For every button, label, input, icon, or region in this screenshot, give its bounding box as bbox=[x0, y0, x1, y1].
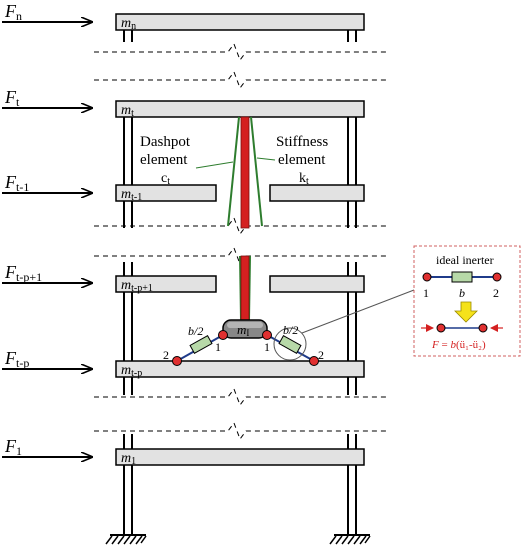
svg-text:mt-p: mt-p bbox=[121, 363, 142, 379]
svg-text:2: 2 bbox=[318, 348, 324, 362]
force-labels: Fn Ft Ft-1 Ft-p+1 Ft-p F1 bbox=[4, 1, 42, 458]
node bbox=[262, 330, 272, 340]
break-line bbox=[94, 216, 388, 236]
break-lines bbox=[94, 42, 388, 441]
svg-text:element: element bbox=[140, 152, 188, 168]
element-annotations: Dashpot element ct Stiffness element kt bbox=[140, 134, 328, 187]
svg-text:ct: ct bbox=[161, 171, 170, 187]
beam-floor-t-p+1-right bbox=[269, 275, 365, 293]
node bbox=[436, 323, 446, 333]
beam-floor-1 bbox=[115, 448, 365, 466]
svg-text:b: b bbox=[459, 286, 465, 300]
magnifier bbox=[273, 289, 415, 361]
svg-text:Stiffness: Stiffness bbox=[276, 134, 328, 150]
svg-text:Ft-1: Ft-1 bbox=[4, 172, 29, 194]
break-line bbox=[94, 421, 388, 441]
ideal-inerter-inset: ideal inerter 1 2 b F = b(ü₁-ü₂) bbox=[413, 245, 521, 357]
down-arrow-icon bbox=[454, 301, 478, 323]
inerter-left bbox=[172, 330, 228, 366]
node bbox=[309, 356, 319, 366]
beam-floor-t bbox=[115, 100, 365, 118]
svg-text:1: 1 bbox=[215, 340, 221, 354]
inerter-labels: b/2 b/2 2 1 1 2 bbox=[163, 323, 324, 362]
svg-text:F1: F1 bbox=[4, 436, 22, 458]
svg-text:b/2: b/2 bbox=[188, 324, 203, 338]
node bbox=[218, 330, 228, 340]
svg-text:mt-1: mt-1 bbox=[121, 187, 142, 203]
break-line bbox=[94, 387, 388, 407]
svg-text:mI: mI bbox=[237, 322, 249, 338]
force-arrows bbox=[2, 22, 92, 457]
floor-beams bbox=[115, 13, 365, 466]
svg-text:mt: mt bbox=[121, 103, 134, 119]
break-line bbox=[94, 246, 388, 266]
svg-text:Dashpot: Dashpot bbox=[140, 134, 191, 150]
svg-text:element: element bbox=[278, 152, 326, 168]
svg-text:m1: m1 bbox=[121, 451, 136, 467]
svg-text:mn: mn bbox=[121, 16, 136, 32]
inset-frame bbox=[413, 245, 521, 357]
break-line bbox=[94, 42, 388, 62]
beam-floor-t-1-right bbox=[269, 184, 365, 202]
mass-block: mI bbox=[222, 319, 268, 339]
svg-text:Fn: Fn bbox=[4, 1, 22, 23]
svg-text:kt: kt bbox=[299, 171, 309, 187]
red-rod bbox=[240, 116, 250, 321]
node bbox=[172, 356, 182, 366]
svg-text:1: 1 bbox=[264, 340, 270, 354]
break-line bbox=[94, 70, 388, 90]
node bbox=[492, 272, 502, 282]
inset-title: ideal inerter bbox=[436, 253, 494, 267]
svg-text:2: 2 bbox=[493, 286, 499, 300]
svg-text:2: 2 bbox=[163, 348, 169, 362]
svg-text:Ft-p+1: Ft-p+1 bbox=[4, 262, 42, 284]
leader-lines bbox=[195, 157, 276, 169]
beam-floor-t-p+1-left bbox=[115, 275, 217, 293]
beam-floor-t-1-left bbox=[115, 184, 217, 202]
ground-support-right bbox=[329, 534, 371, 545]
mass-labels: mn mt mt-1 mt-p+1 mt-p m1 bbox=[121, 16, 153, 467]
svg-text:1: 1 bbox=[423, 286, 429, 300]
beam-floor-n bbox=[115, 13, 365, 31]
node bbox=[422, 272, 432, 282]
inerter-formula: F = b(ü₁-ü₂) bbox=[431, 339, 486, 351]
ground-support-left bbox=[105, 534, 147, 545]
svg-text:b/2: b/2 bbox=[283, 323, 298, 337]
beam-floor-t-p bbox=[115, 360, 365, 378]
node bbox=[478, 323, 488, 333]
svg-text:Ft: Ft bbox=[4, 87, 20, 109]
svg-text:Ft-p: Ft-p bbox=[4, 348, 29, 370]
svg-text:mt-p+1: mt-p+1 bbox=[121, 278, 153, 294]
